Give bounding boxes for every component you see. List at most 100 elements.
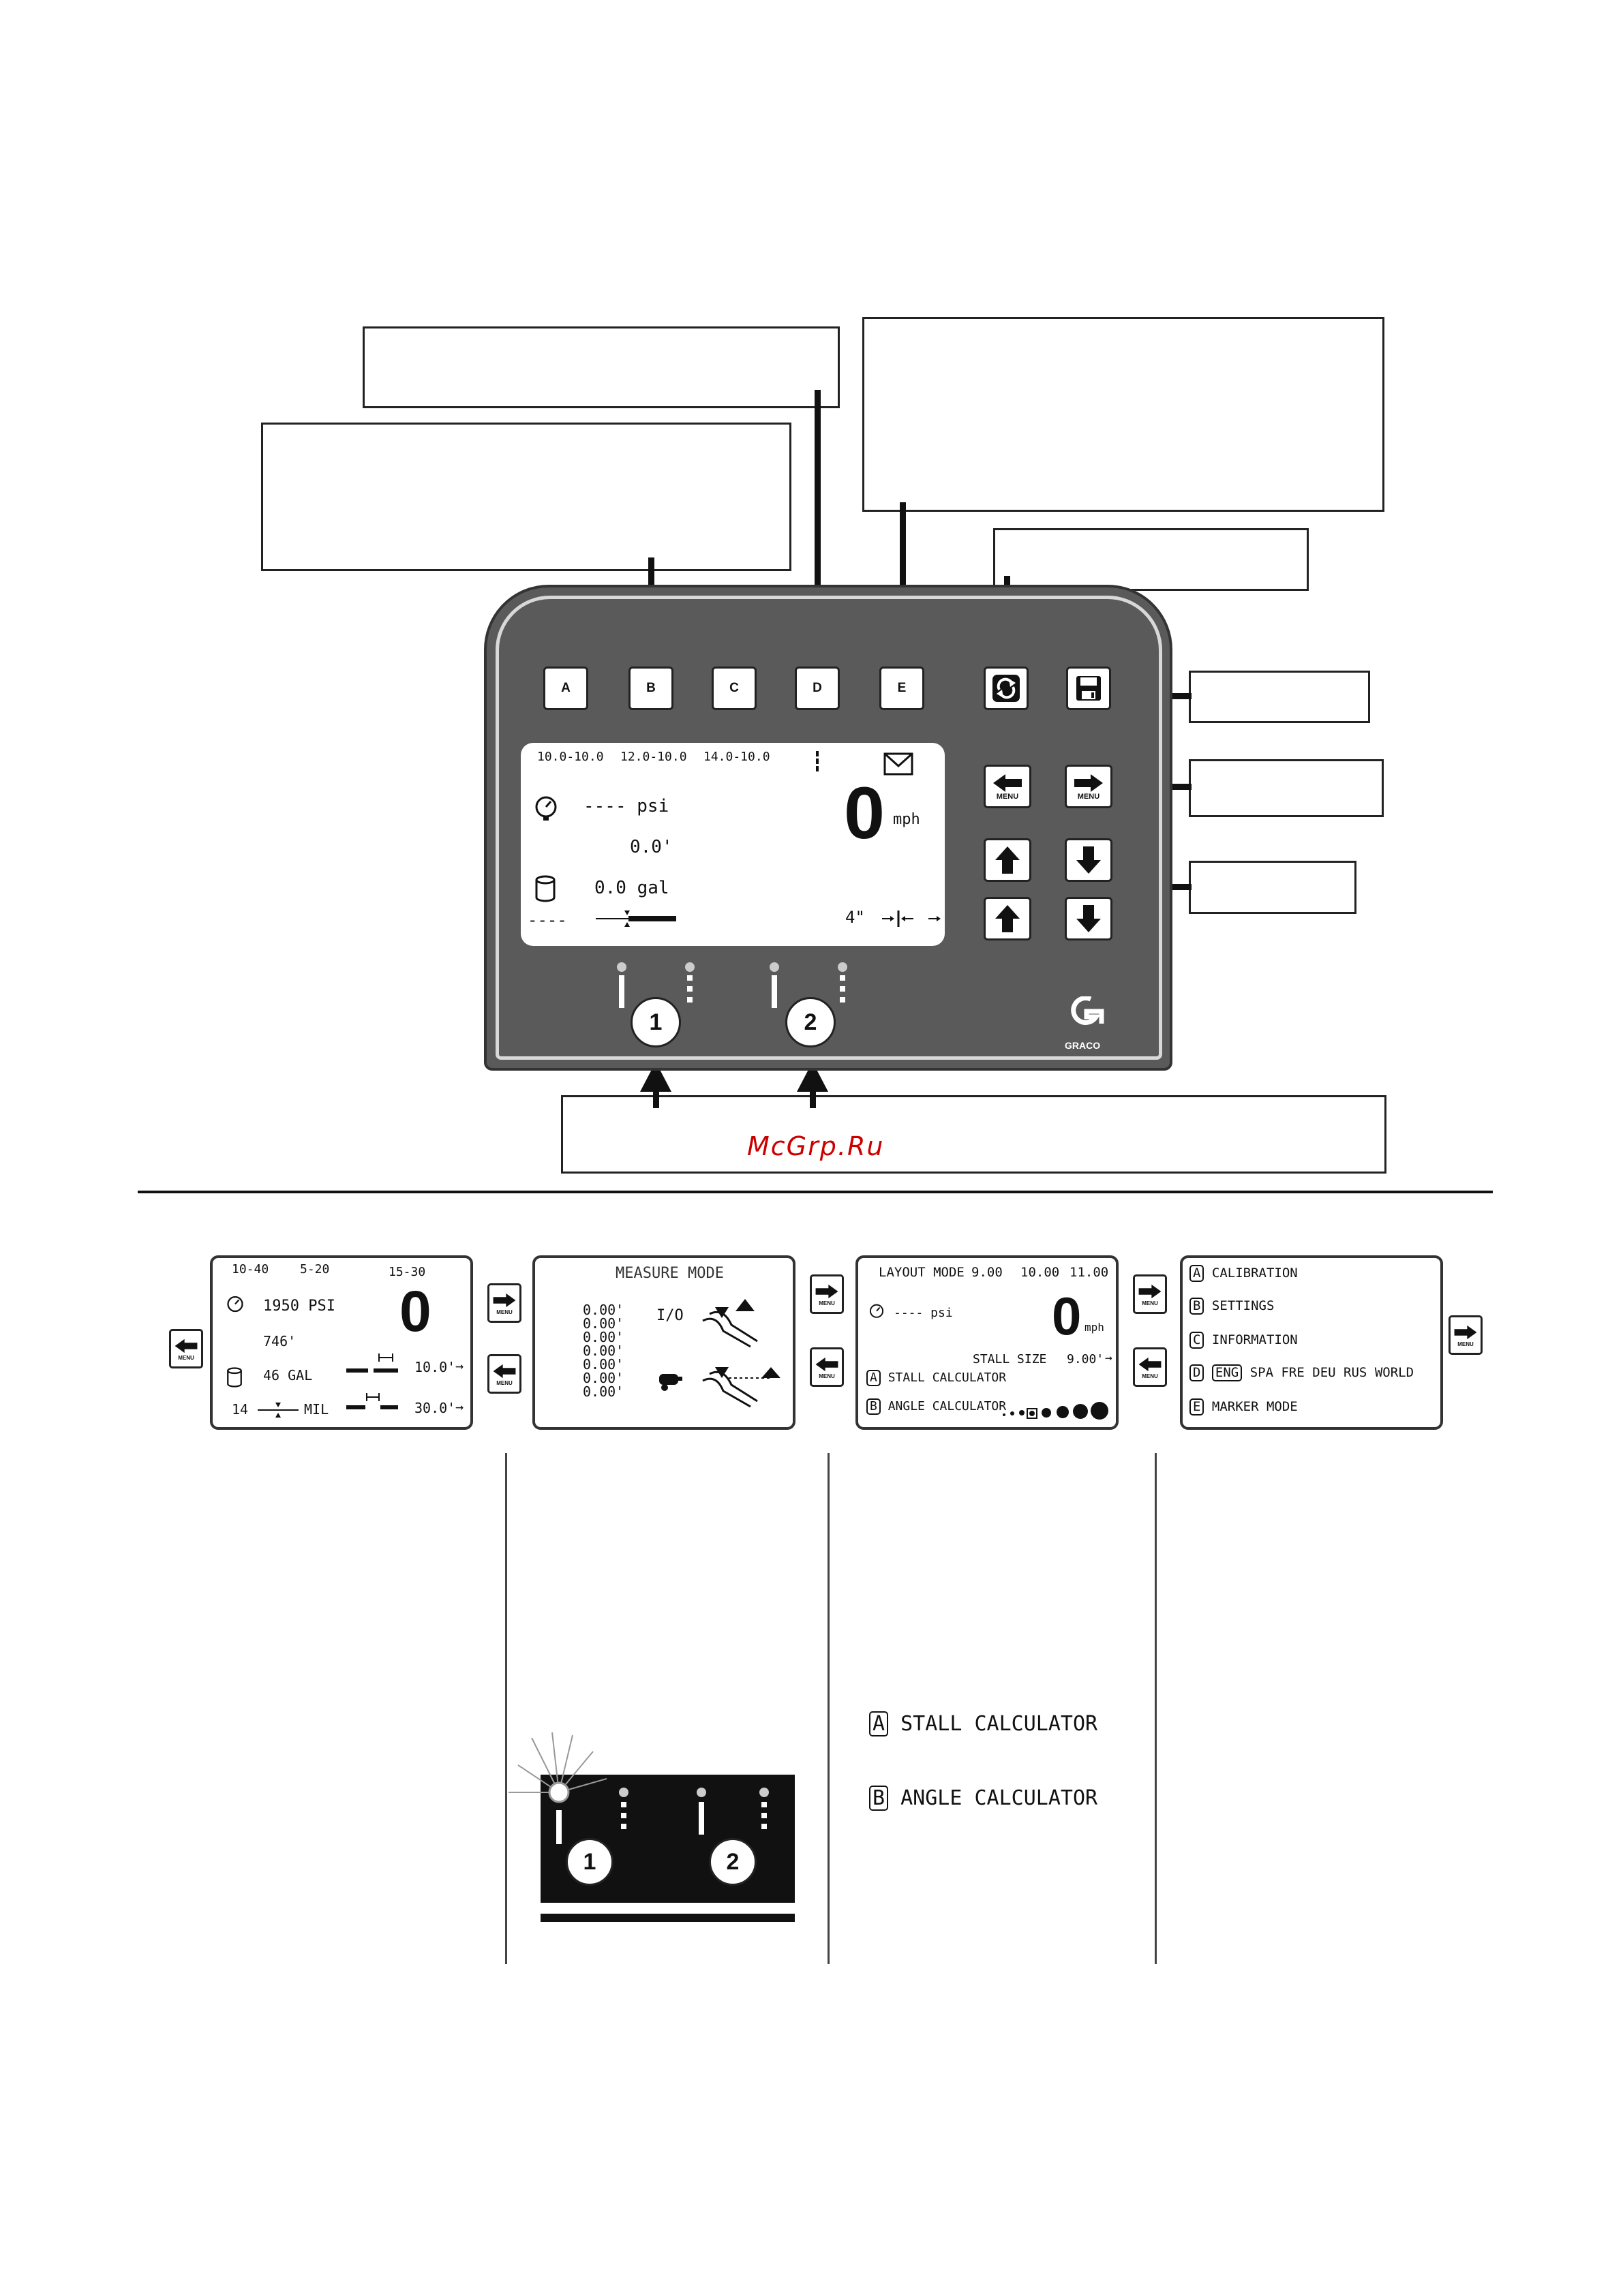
key-a-badge: A bbox=[866, 1370, 881, 1386]
arrow-up-icon bbox=[995, 846, 1020, 874]
gun-1-button[interactable]: 1 bbox=[631, 997, 681, 1047]
layout-value-3: 11.00 bbox=[1070, 1265, 1109, 1280]
dashes-readout: ---- bbox=[528, 910, 567, 930]
measure-value-2: 0.00' bbox=[583, 1315, 624, 1332]
menu-label: MENU bbox=[496, 1308, 513, 1315]
key-a-button[interactable]: A bbox=[543, 667, 588, 710]
layout-pressure: ---- psi bbox=[894, 1306, 953, 1320]
column-divider-2 bbox=[828, 1453, 830, 1964]
settings-label: SETTINGS bbox=[1211, 1298, 1275, 1313]
floppy-disk-icon bbox=[1076, 676, 1101, 701]
key-c-button[interactable]: C bbox=[712, 667, 757, 710]
measure-screen: MEASURE MODE 0.00' 0.00' 0.00' 0.00' 0.0… bbox=[532, 1255, 795, 1430]
arrow-left-icon bbox=[1138, 1357, 1162, 1371]
marker-mode-label: MARKER MODE bbox=[1211, 1399, 1298, 1414]
language-fre: FRE bbox=[1281, 1365, 1305, 1380]
pressure-gauge-icon bbox=[227, 1296, 243, 1313]
key-e-badge: E bbox=[1189, 1398, 1204, 1415]
run-zone-1: 10-40 bbox=[232, 1262, 269, 1276]
menu-label: MENU bbox=[1142, 1300, 1158, 1306]
menu-label: MENU bbox=[1142, 1373, 1158, 1379]
sync-button[interactable] bbox=[984, 667, 1029, 710]
menu-label: MENU bbox=[819, 1373, 835, 1379]
detail-gun-1: 1 bbox=[566, 1838, 613, 1886]
menu-next-button-2[interactable]: MENU bbox=[810, 1274, 844, 1314]
run-mil-left: 14 bbox=[232, 1401, 249, 1418]
menu-back-button[interactable]: MENU bbox=[169, 1329, 203, 1368]
key-b-badge: B bbox=[869, 1786, 889, 1811]
setup-item-d[interactable]: D ENG SPA FRE DEU RUS WORLD bbox=[1189, 1364, 1414, 1381]
key-b-badge: B bbox=[1189, 1298, 1204, 1315]
arrow-right-icon bbox=[493, 1293, 516, 1307]
gap-icon bbox=[882, 910, 941, 927]
down-button-1[interactable] bbox=[1065, 838, 1112, 882]
layout-stall-size: 9.00' bbox=[1067, 1352, 1104, 1366]
measure-value-5: 0.00' bbox=[583, 1356, 624, 1373]
setup-item-a[interactable]: A CALIBRATION bbox=[1189, 1265, 1298, 1282]
main-display: 10.0-10.0 12.0-10.0 14.0-10.0 ---- psi 0… bbox=[521, 743, 945, 946]
layout-item-a[interactable]: A STALL CALCULATOR bbox=[866, 1370, 1006, 1386]
menu-label: MENU bbox=[819, 1300, 835, 1306]
measure-value-6: 0.00' bbox=[583, 1370, 624, 1386]
menu-left-button[interactable]: MENU bbox=[984, 765, 1031, 808]
layout-title: LAYOUT MODE bbox=[879, 1265, 965, 1280]
down-button-2[interactable] bbox=[1065, 897, 1112, 940]
layout-speed-unit: mph bbox=[1084, 1321, 1104, 1334]
pressure-gauge-icon bbox=[869, 1304, 884, 1318]
speed-unit: mph bbox=[893, 811, 920, 828]
column-divider-3 bbox=[1155, 1453, 1157, 1964]
spray-gun-icon bbox=[702, 1367, 780, 1408]
up-button-2[interactable] bbox=[984, 897, 1031, 940]
key-d-button[interactable]: D bbox=[795, 667, 840, 710]
layout-item-b[interactable]: B ANGLE CALCULATOR bbox=[866, 1398, 1006, 1415]
menu-next-button-1[interactable]: MENU bbox=[487, 1283, 521, 1323]
speed-readout: 0 bbox=[844, 771, 885, 854]
menu-label: MENU bbox=[1457, 1341, 1474, 1347]
setup-item-c[interactable]: C INFORMATION bbox=[1189, 1332, 1298, 1349]
information-label: INFORMATION bbox=[1211, 1332, 1298, 1347]
save-button[interactable] bbox=[1066, 667, 1111, 710]
key-c-badge: C bbox=[1189, 1332, 1204, 1349]
measure-value-3: 0.00' bbox=[583, 1329, 624, 1345]
menu-next-button-3[interactable]: MENU bbox=[1133, 1274, 1167, 1314]
up-button-1[interactable] bbox=[984, 838, 1031, 882]
watermark: McGrp.Ru bbox=[747, 1131, 885, 1161]
run-volume: 46 GAL bbox=[263, 1367, 313, 1383]
layout-stall-size-label: STALL SIZE bbox=[973, 1352, 1047, 1366]
run-screen: 10-40 5-20 15-30 1950 PSI 746' 0 46 GAL … bbox=[210, 1255, 473, 1430]
skip-line-1 bbox=[346, 1353, 398, 1373]
menu-right-button[interactable]: MENU bbox=[1065, 765, 1112, 808]
callout-box-menu bbox=[1189, 759, 1384, 817]
menu-prev-button-1[interactable]: MENU bbox=[487, 1354, 521, 1394]
layout-value-1: 9.00 bbox=[971, 1265, 1003, 1280]
key-b-button[interactable]: B bbox=[628, 667, 673, 710]
setup-item-b[interactable]: B SETTINGS bbox=[1189, 1298, 1274, 1315]
menu-next-button-4[interactable]: MENU bbox=[1448, 1315, 1483, 1355]
volume-readout: 0.0 gal bbox=[594, 878, 669, 898]
arrow-left-icon bbox=[175, 1338, 198, 1353]
spray-gun-icon bbox=[702, 1299, 758, 1348]
arrow-right-icon bbox=[815, 1284, 838, 1298]
column-divider-1 bbox=[505, 1453, 507, 1964]
run-zone-3: 15-30 bbox=[389, 1265, 426, 1279]
layout-value-2: 10.00 bbox=[1020, 1265, 1060, 1280]
pressure-readout: ---- psi bbox=[583, 796, 669, 816]
angle-calculator-label: ANGLE CALCULATOR bbox=[888, 1399, 1007, 1413]
gun-indicators bbox=[617, 962, 847, 1008]
gun-2-button[interactable]: 2 bbox=[785, 997, 836, 1047]
calibration-label: CALIBRATION bbox=[1211, 1266, 1298, 1281]
menu-prev-button-2[interactable]: MENU bbox=[810, 1347, 844, 1387]
connector-e bbox=[900, 502, 906, 635]
key-e-button[interactable]: E bbox=[879, 667, 924, 710]
graco-logo-text: GRACO bbox=[1065, 1040, 1101, 1051]
size-readout: 4" bbox=[845, 908, 865, 927]
arrow-up-icon bbox=[995, 905, 1020, 932]
key-b-badge: B bbox=[866, 1398, 881, 1415]
thickness-bar bbox=[596, 910, 676, 927]
language-deu: DEU bbox=[1312, 1365, 1336, 1380]
measure-value-1: 0.00' bbox=[583, 1302, 624, 1318]
setup-item-e[interactable]: E MARKER MODE bbox=[1189, 1398, 1298, 1415]
arrow-right-icon bbox=[1138, 1284, 1162, 1298]
connector-d bbox=[815, 390, 821, 635]
menu-prev-button-3[interactable]: MENU bbox=[1133, 1347, 1167, 1387]
